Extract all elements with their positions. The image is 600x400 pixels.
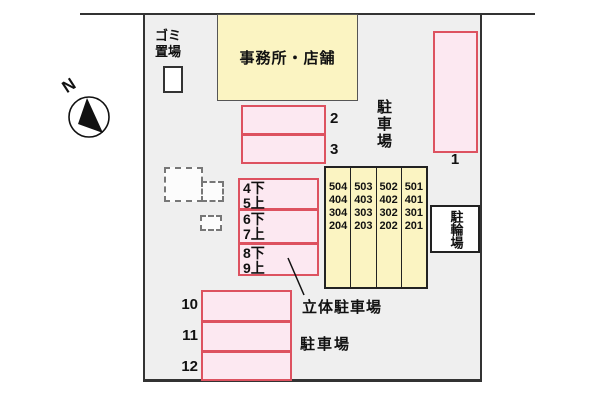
unit-cell: 403: [354, 194, 373, 206]
compass-needle-icon: [78, 98, 103, 133]
unit-cell: 203: [354, 220, 373, 232]
stack-lower-label: 4下: [243, 180, 265, 196]
bicycle-parking-box: 駐輪場: [430, 205, 480, 253]
unit-cell: 503: [354, 181, 373, 193]
unit-parking-column: 503 403 303 203: [350, 168, 375, 287]
unit-cell: 201: [404, 220, 424, 232]
parking-space-1-label: 1: [450, 151, 460, 168]
parking-area-right-label: 駐車場: [375, 99, 392, 150]
mechanical-parking-label: 立体駐車場: [302, 299, 383, 316]
parking-space-2: [241, 105, 326, 135]
unit-cell: 303: [354, 207, 373, 219]
unit-cell: 202: [379, 220, 398, 232]
parking-space-11: [201, 321, 292, 352]
unit-cell: 204: [328, 220, 348, 232]
parking-space-2-label: 2: [330, 110, 339, 127]
parking-space-12: [201, 351, 292, 381]
stack-upper-label: 9上: [243, 260, 265, 276]
office-store-label: 事務所・店舗: [239, 50, 336, 67]
mechanical-parking-stack-4-5: 4下 5上: [238, 178, 319, 211]
unit-cell: 502: [379, 181, 398, 193]
parking-space-12-label: 12: [181, 358, 198, 375]
mechanical-parking-stack-8-9: 8下 9上: [238, 243, 319, 276]
dashed-structure-small-upper: [201, 181, 224, 202]
unit-parking-grid: 504 404 304 204 503 403 303 203 502 402 …: [324, 166, 428, 289]
unit-cell: 402: [379, 194, 398, 206]
unit-cell: 504: [328, 181, 348, 193]
unit-cell: 404: [328, 194, 348, 206]
parking-space-3-label: 3: [330, 141, 339, 158]
unit-parking-column: 501 401 301 201: [400, 168, 426, 287]
mechanical-parking-stack-6-7: 6下 7上: [238, 209, 319, 244]
parking-space-11-label: 11: [182, 327, 198, 344]
dashed-structure-small-lower: [200, 215, 222, 231]
parking-space-10-label: 10: [181, 296, 198, 313]
bicycle-parking-label: 駐輪場: [448, 209, 464, 249]
stack-lower-label: 6下: [243, 211, 265, 227]
unit-cell: 301: [404, 207, 424, 219]
unit-cell: 401: [404, 194, 424, 206]
compass-icon: [68, 96, 110, 138]
compass-circle-icon: [68, 96, 110, 138]
mech-parking-leader-line: [287, 257, 305, 296]
unit-cell: 304: [328, 207, 348, 219]
parking-area-bottom-label: 駐車場: [300, 336, 352, 353]
unit-parking-column: 502 402 302 202: [375, 168, 401, 287]
parking-space-3: [241, 134, 326, 164]
unit-cell: 501: [404, 181, 424, 193]
garbage-bin: [163, 66, 183, 93]
dashed-structure-large: [164, 167, 203, 202]
stack-upper-label: 7上: [243, 226, 265, 242]
unit-cell: 302: [379, 207, 398, 219]
stack-lower-label: 8下: [243, 245, 265, 261]
parking-space-1: [433, 31, 478, 153]
garbage-area-label: ゴミ置場: [155, 28, 182, 59]
office-store-building: 事務所・店舗: [217, 14, 358, 101]
unit-parking-column: 504 404 304 204: [326, 168, 350, 287]
stack-upper-label: 5上: [243, 195, 265, 211]
parking-space-10: [201, 290, 292, 322]
